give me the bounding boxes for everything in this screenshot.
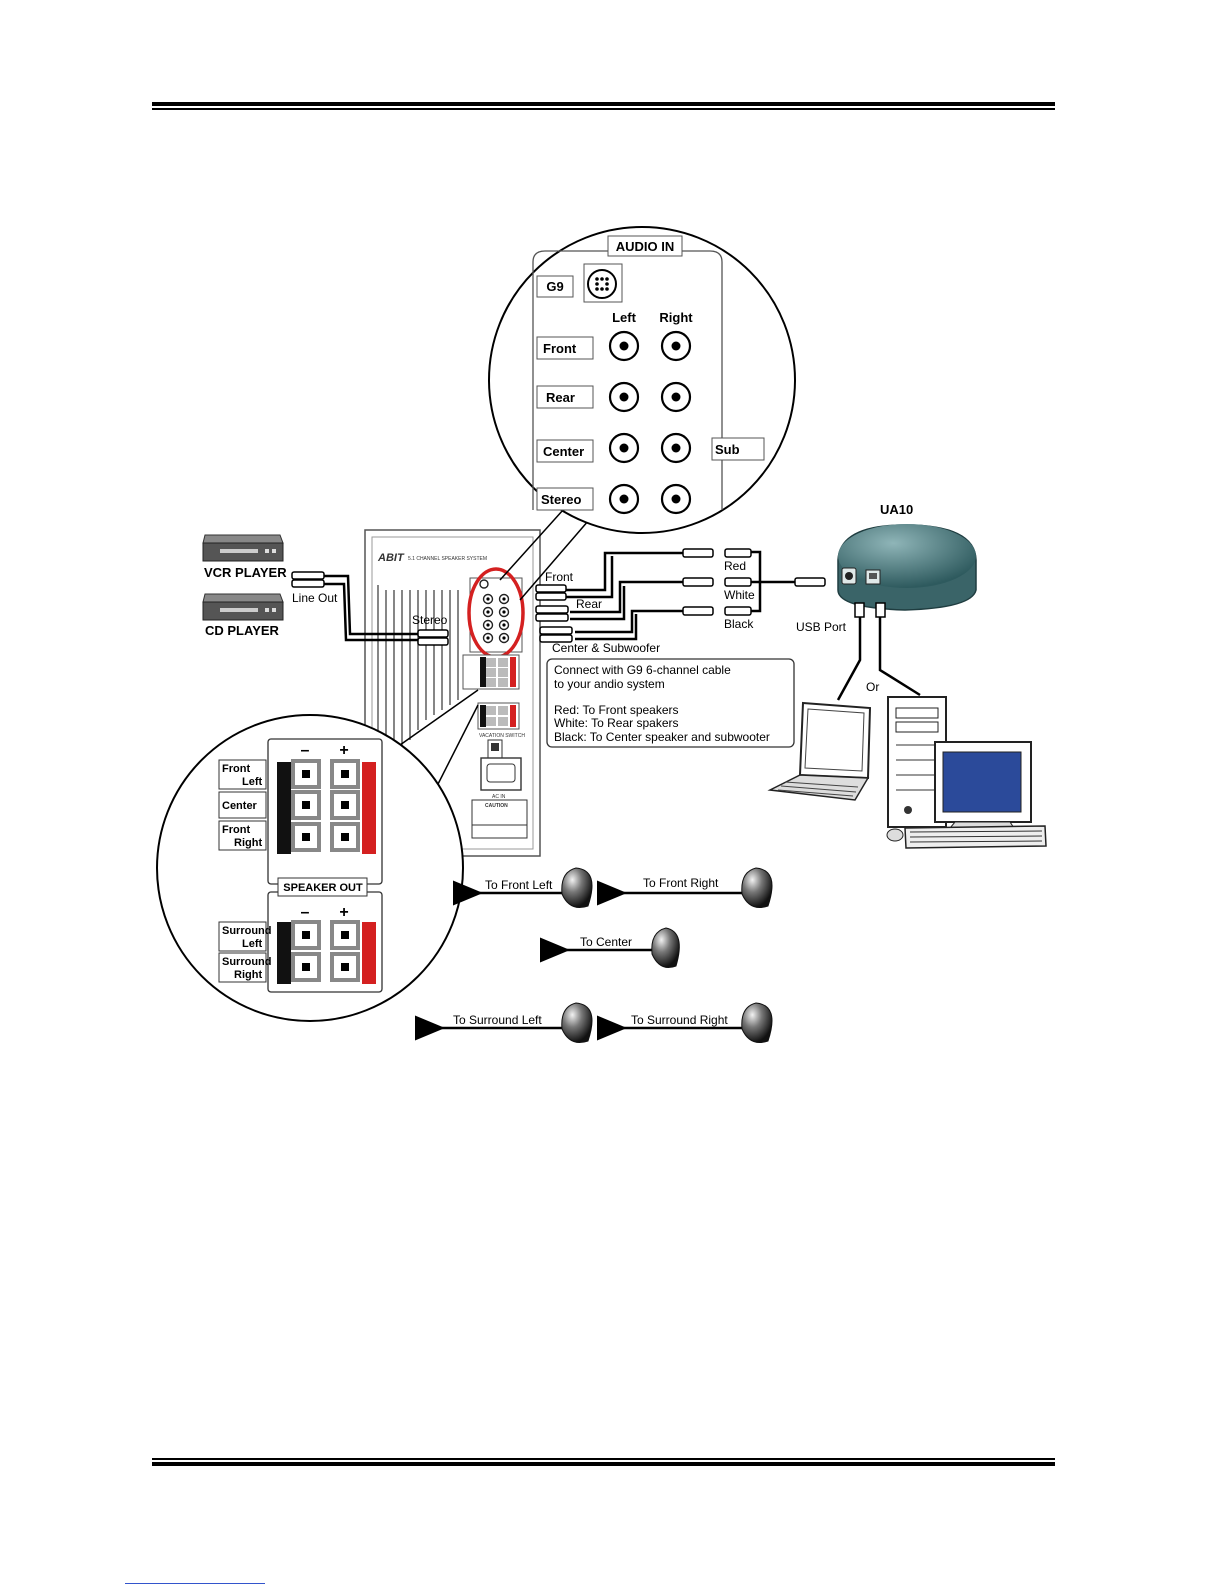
stereo-row-label: Stereo xyxy=(541,492,582,507)
cd-player-icon xyxy=(202,593,284,621)
header-rule-thick xyxy=(152,102,1055,106)
minus-label-bottom: – xyxy=(301,904,310,921)
satellite-speakers xyxy=(561,867,773,1043)
to-front-right-label: To Front Right xyxy=(643,876,719,890)
to-center-label: To Center xyxy=(580,935,632,949)
vcr-label: VCR PLAYER xyxy=(204,565,287,580)
footer-rule-thick xyxy=(152,1462,1055,1466)
cd-label: CD PLAYER xyxy=(205,623,280,638)
header-rule-thin xyxy=(152,108,1055,110)
panel-vents xyxy=(377,585,459,760)
g9-port-icon xyxy=(587,269,617,299)
surround-right-label-2: Right xyxy=(234,969,262,981)
usb-port-label: USB Port xyxy=(796,620,847,634)
to-surround-right-label: To Surround Right xyxy=(631,1013,728,1027)
surround-left-label-2: Left xyxy=(242,938,263,950)
speaker-out-title: SPEAKER OUT xyxy=(283,882,363,894)
surround-left-speaker-icon xyxy=(561,1002,593,1043)
front-left-label-1: Front xyxy=(222,763,250,775)
rca-plugs xyxy=(535,548,826,643)
desktop-pc-icon xyxy=(886,696,1047,849)
g9-label: G9 xyxy=(546,279,563,294)
to-front-left-label: To Front Left xyxy=(485,878,553,892)
note-line-4: White: To Rear spakers xyxy=(554,716,679,730)
note-line-2: to your andio system xyxy=(554,677,665,691)
footer-rule-thin xyxy=(152,1458,1055,1460)
red-label: Red xyxy=(724,559,746,573)
front-right-speaker-icon xyxy=(741,867,773,908)
panel-brand: ABIT xyxy=(377,552,405,564)
line-out-cable xyxy=(291,571,449,646)
connection-note: Connect with G9 6-channel cable to your … xyxy=(546,658,795,748)
plus-label-bottom: + xyxy=(339,904,348,921)
laptop-icon xyxy=(767,701,872,801)
rca-cables xyxy=(565,550,795,641)
vcr-player-icon xyxy=(202,534,284,562)
or-label: Or xyxy=(866,680,879,694)
note-line-5: Black: To Center speaker and subwooter xyxy=(554,730,770,744)
white-label: White xyxy=(724,588,755,602)
footer-link-underline xyxy=(125,1583,265,1584)
note-line-3: Red: To Front speakers xyxy=(554,703,679,717)
ua10-device-icon xyxy=(837,524,977,611)
center-label: Center xyxy=(222,800,258,812)
left-column-label: Left xyxy=(612,310,637,325)
black-label: Black xyxy=(724,617,754,631)
surround-right-label-1: Surround xyxy=(222,956,272,968)
sub-label: Sub xyxy=(715,442,740,457)
surround-right-speaker-icon xyxy=(741,1002,773,1043)
stereo-input-label: Stereo xyxy=(412,613,448,627)
center-sub-cable-label: Center & Subwoofer xyxy=(552,641,660,655)
panel-model: 5.1 CHANNEL SPEAKER SYSTEM xyxy=(408,556,487,562)
to-surround-left-label: To Surround Left xyxy=(453,1013,542,1027)
minus-label-top: – xyxy=(301,742,310,759)
ua10-label: UA10 xyxy=(880,502,913,517)
line-out-label: Line Out xyxy=(292,591,338,605)
surround-left-label-1: Surround xyxy=(222,925,272,937)
rear-row-label: Rear xyxy=(546,390,575,405)
front-right-label-1: Front xyxy=(222,824,250,836)
right-column-label: Right xyxy=(659,310,693,325)
front-cable-label: Front xyxy=(545,570,574,584)
front-left-speaker-icon xyxy=(561,867,593,908)
center-row-label: Center xyxy=(543,444,584,459)
usb-cables xyxy=(836,602,921,701)
front-row-label: Front xyxy=(543,341,577,356)
panel-caution: CAUTION xyxy=(485,803,508,809)
speaker-out-magnifier: SPEAKER OUT – + – + xyxy=(156,689,479,1022)
panel-ac-in: AC IN xyxy=(492,794,506,800)
speaker-terminals xyxy=(277,759,376,984)
speaker-arrows xyxy=(415,880,745,1041)
note-line-1: Connect with G9 6-channel cable xyxy=(554,663,731,677)
panel-vacation: VACATION SWITCH xyxy=(479,733,525,739)
front-left-label-2: Left xyxy=(242,776,263,788)
front-right-label-2: Right xyxy=(234,837,262,849)
plus-label-top: + xyxy=(339,742,348,759)
speaker-back-panel: ABIT 5.1 CHANNEL SPEAKER SYSTEM xyxy=(364,529,541,857)
audio-in-magnifier: AUDIO IN G9 Left Right Front Rear Center… xyxy=(488,226,796,601)
center-speaker-icon xyxy=(651,927,680,968)
rear-cable-label: Rear xyxy=(576,597,602,611)
audio-in-title: AUDIO IN xyxy=(616,239,675,254)
